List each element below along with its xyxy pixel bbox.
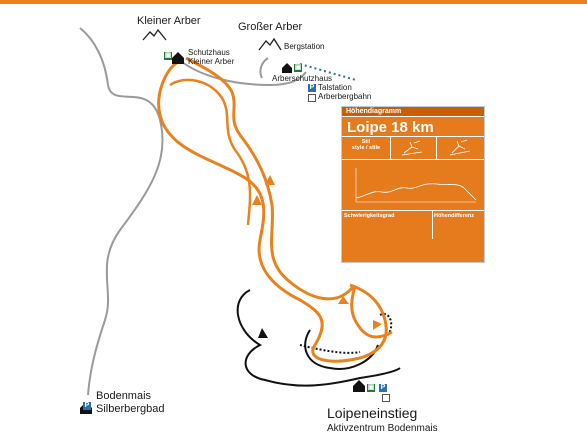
label-grosser-arber: Großer Arber (238, 21, 303, 33)
difficulty-row: Schwierigkeitsgrad Höhendifferenz (342, 210, 484, 239)
label-arberschutzhaus: Arberschutzhaus (272, 74, 333, 83)
route-orange-main (157, 60, 388, 363)
label-loipeneinstieg: Loipeneinstieg (327, 405, 418, 421)
skier-icon (390, 137, 437, 159)
style-cell: Stil style / stile (342, 137, 391, 159)
parking-icon: P (308, 84, 316, 92)
direction-arrow-icon (373, 320, 382, 330)
route-black (236, 289, 401, 387)
road-north (181, 61, 307, 87)
hut-icon (172, 52, 184, 64)
difficulty-cell: Schwierigkeitsgrad (342, 211, 433, 239)
parking-icon: P (379, 384, 387, 392)
restaurant-icon: ▣ (294, 64, 302, 72)
label-schutzhaus-kleiner-arber: Kleiner Arber (188, 57, 235, 66)
road-west (79, 27, 164, 396)
label-talstation: Talstation (318, 83, 352, 92)
restaurant-icon: ▣ (367, 384, 375, 392)
direction-arrow-icon (265, 175, 275, 185)
top-accent-bar (0, 0, 587, 4)
difficulty-label: Schwierigkeitsgrad (344, 213, 395, 219)
label-arberbergbahn: Arberbergbahn (318, 92, 372, 101)
label-bergstation: Bergstation (284, 42, 325, 51)
road-arber (259, 57, 269, 79)
elevation-panel: Höhendiagramm Loipe 18 km Stil style / s… (341, 106, 485, 263)
elevation-diff-cell: Höhendifferenz (432, 211, 484, 239)
direction-arrow-icon (258, 328, 268, 338)
cablecar-icon (308, 94, 316, 102)
route-black-dotted (379, 313, 393, 336)
label-aktivzentrum: Aktivzentrum Bodenmais (327, 423, 438, 434)
elevation-profile (355, 168, 477, 203)
panel-title: Loipe 18 km (347, 119, 434, 136)
route-black-dotted-2 (299, 344, 361, 354)
skier-icon (436, 137, 484, 159)
label-silberbergbad: Silberbergbad (96, 403, 165, 415)
hut-icon (353, 380, 365, 392)
direction-arrow-icon (338, 296, 349, 304)
label-kleiner-arber: Kleiner Arber (137, 15, 201, 27)
style-sub-label: style / stile (351, 145, 381, 152)
mountain-icon (142, 28, 167, 41)
label-schutzhaus: Schutzhaus (188, 48, 230, 57)
cablecar-icon (382, 394, 390, 402)
style-label: Stil (361, 139, 371, 145)
parking-icon: P (83, 402, 91, 410)
label-bodenmais: Bodenmais (96, 390, 152, 402)
direction-arrow-icon (252, 195, 262, 205)
elevation-diff-label: Höhendifferenz (434, 213, 475, 219)
hut-icon (282, 63, 292, 73)
route-orange-inner (169, 78, 252, 226)
panel-heading: Höhendiagramm (342, 107, 484, 117)
restaurant-icon: ▣ (164, 52, 172, 60)
route-orange-return (185, 56, 393, 339)
panel-style-row: Stil style / stile (342, 136, 484, 159)
elevation-profile-row (342, 159, 484, 210)
mountain-icon (258, 37, 282, 51)
route-black-2 (304, 329, 379, 370)
